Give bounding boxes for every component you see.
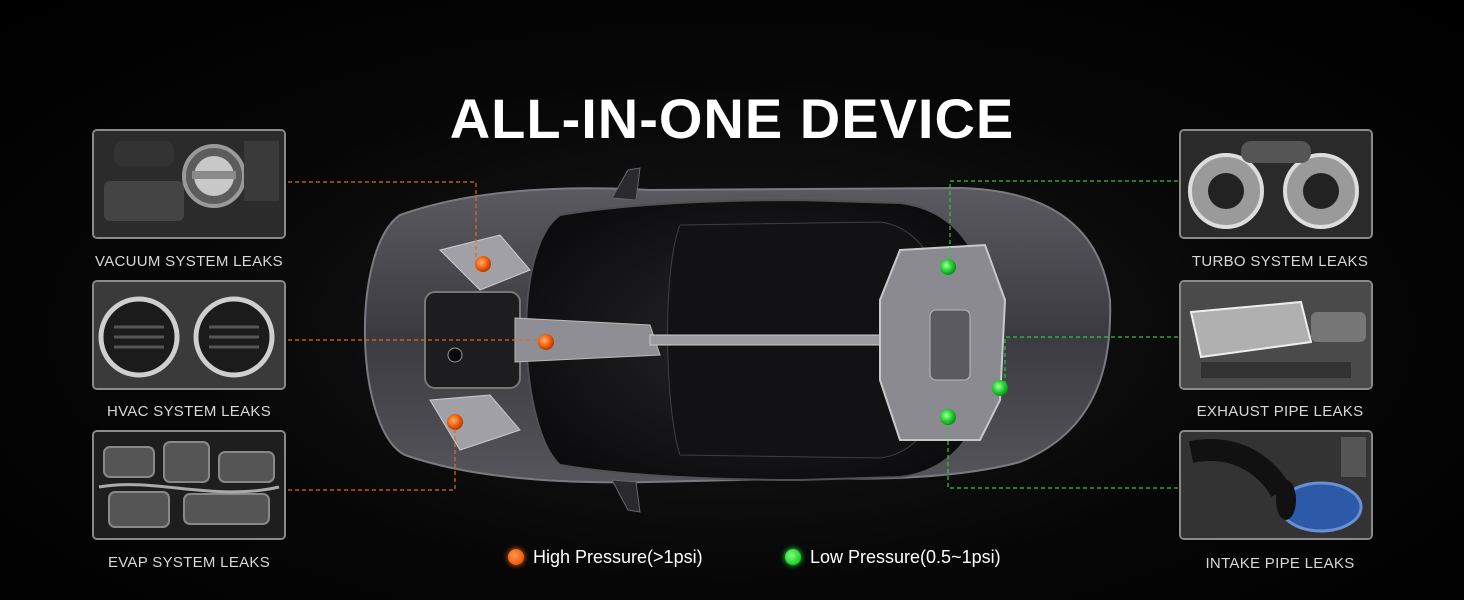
vacuum-system-photo (92, 129, 286, 239)
turbo-system-photo (1179, 129, 1373, 239)
vacuum-system-label: VACUUM SYSTEM LEAKS (95, 253, 283, 270)
green-dot-icon (785, 549, 801, 565)
evap-system-photo (92, 430, 286, 540)
legend-high-pressure: High Pressure(>1psi) (508, 545, 703, 569)
exhaust-pipe-label: EXHAUST PIPE LEAKS (1196, 403, 1364, 420)
hvac-system-label: HVAC SYSTEM LEAKS (106, 403, 272, 420)
turbo-system-label: TURBO SYSTEM LEAKS (1191, 253, 1369, 270)
intake-pipe-photo (1179, 430, 1373, 540)
evap-system-label: EVAP SYSTEM LEAKS (107, 554, 271, 571)
banner-title: ALL-IN-ONE DEVICE (449, 87, 1015, 150)
exhaust-pipe-photo (1179, 280, 1373, 390)
legend-low-pressure: Low Pressure(0.5~1psi) (785, 545, 1001, 569)
orange-dot-icon (508, 549, 524, 565)
intake-pipe-label: INTAKE PIPE LEAKS (1205, 555, 1355, 572)
legend-low-label: Low Pressure(0.5~1psi) (810, 546, 1001, 567)
hvac-system-photo (92, 280, 286, 390)
legend-high-label: High Pressure(>1psi) (533, 546, 703, 567)
